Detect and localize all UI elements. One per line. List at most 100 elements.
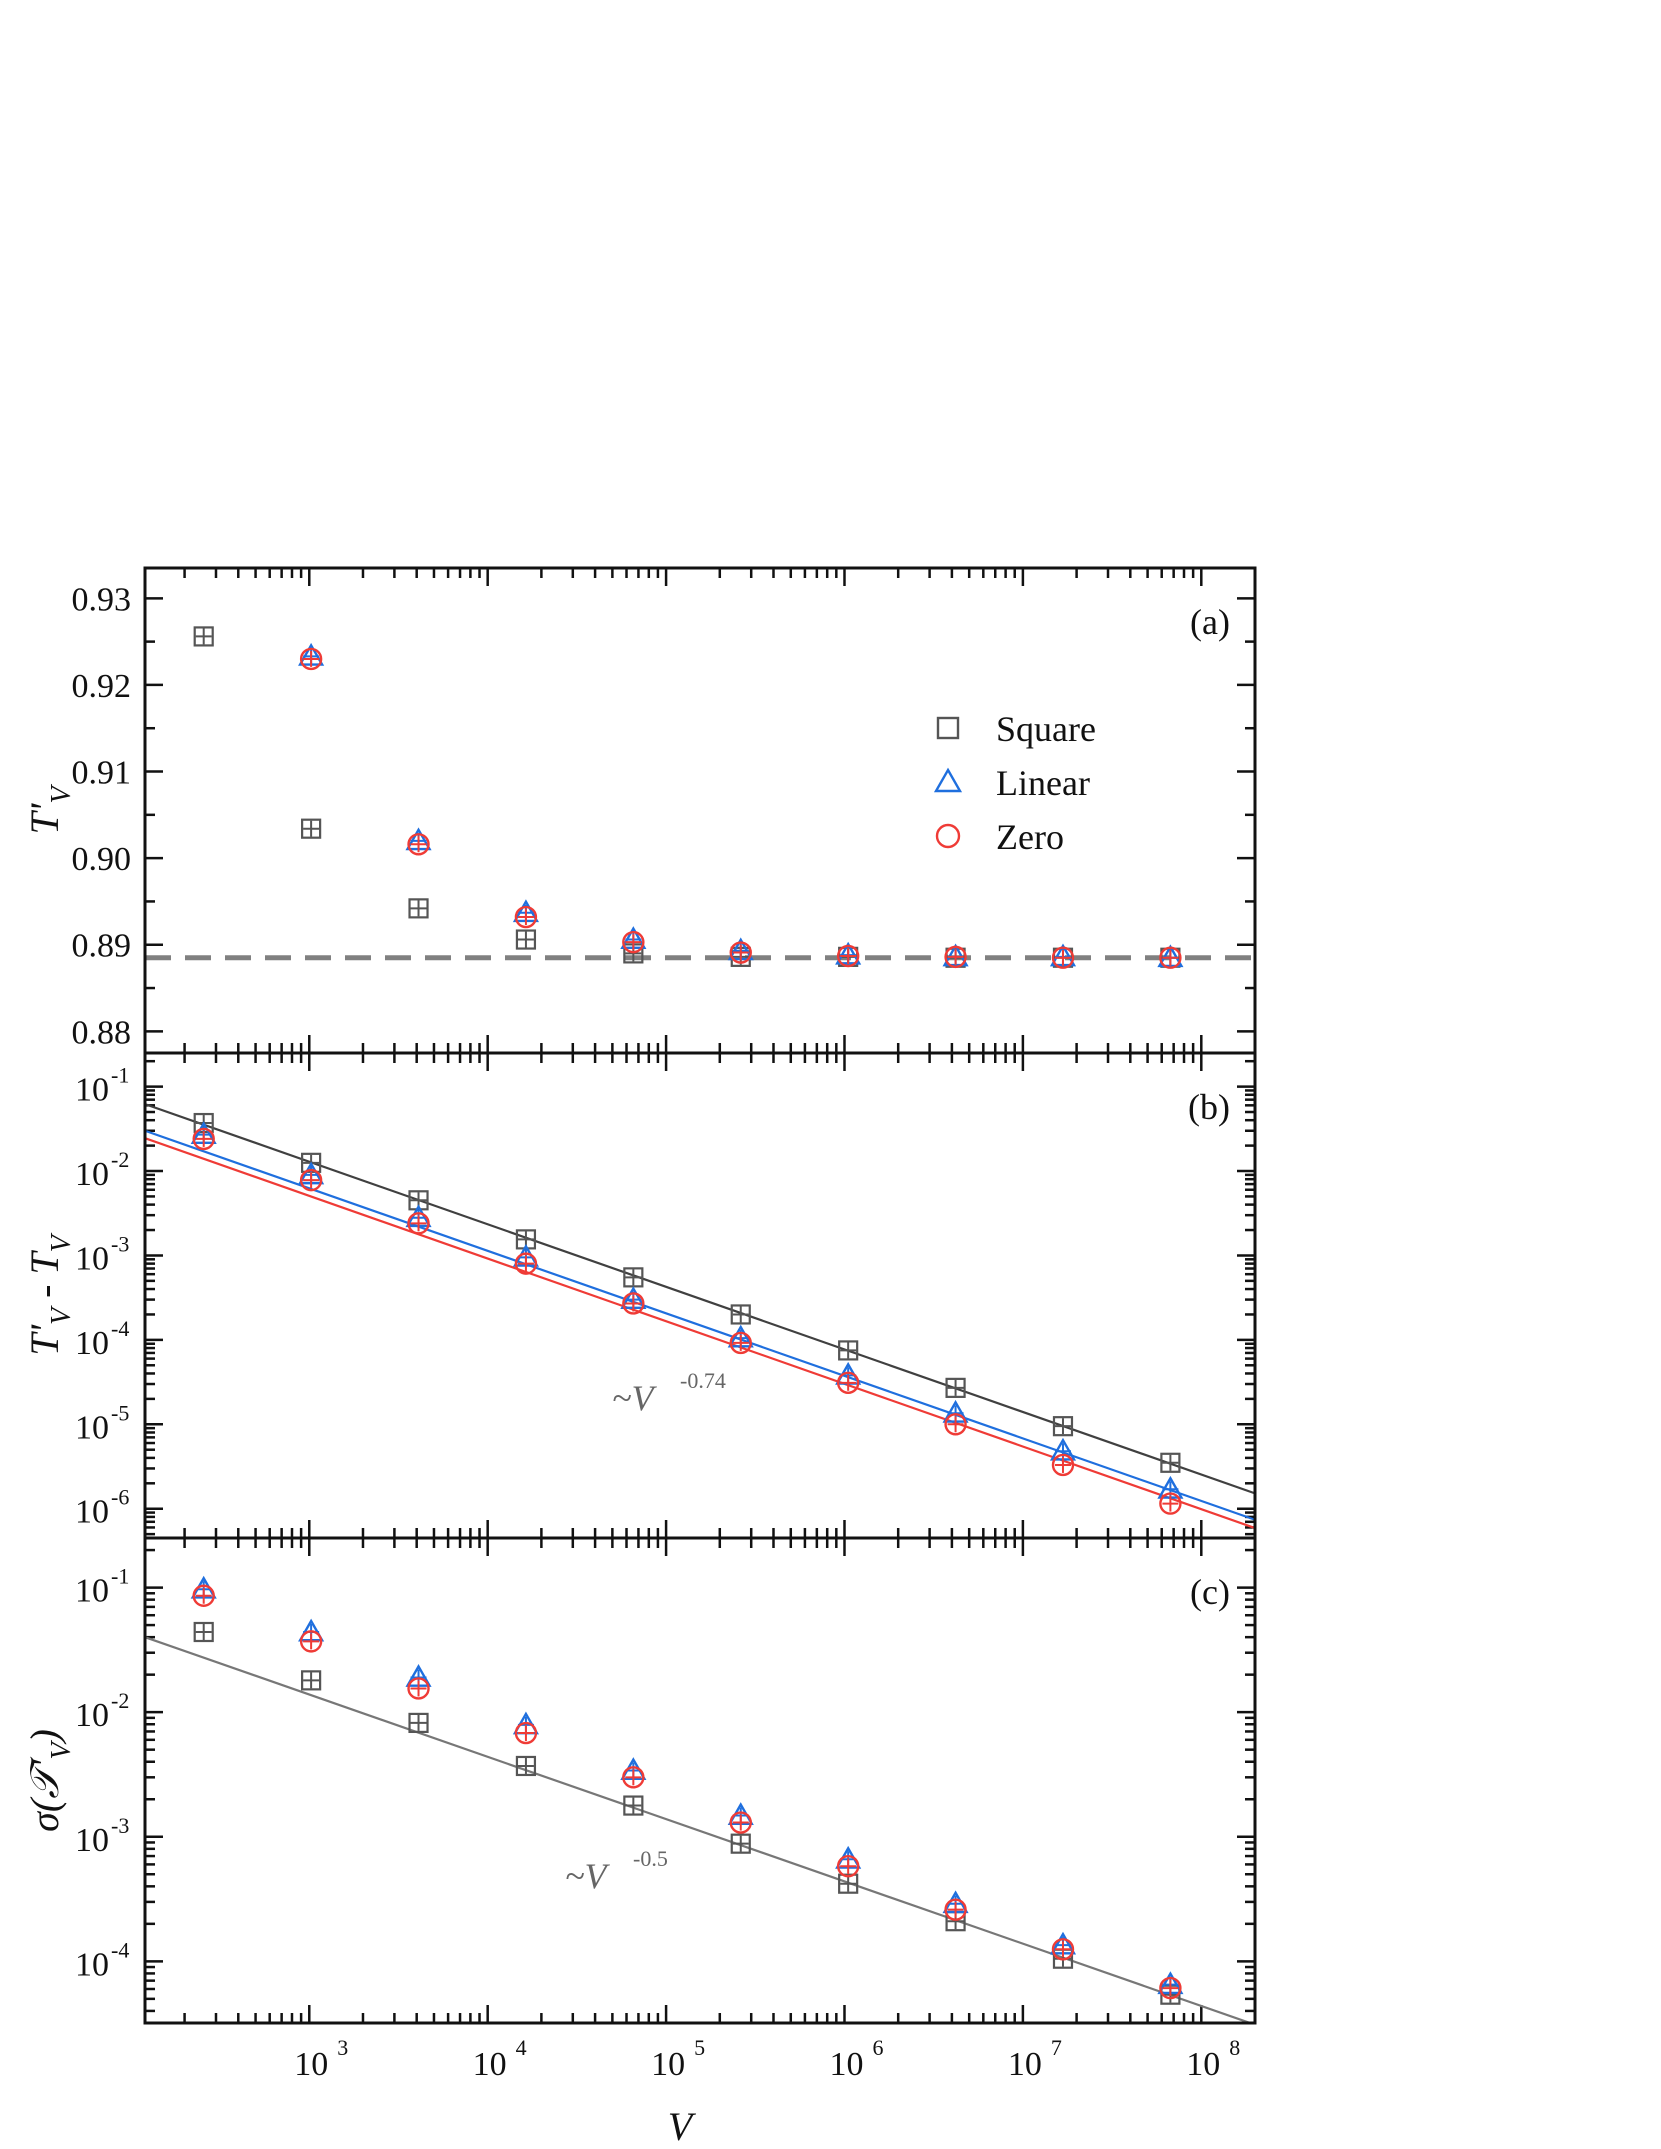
zero-data-point xyxy=(514,1252,538,1275)
series-linear xyxy=(298,642,1184,968)
series-zero xyxy=(192,1584,1182,2000)
y-tick-label: 0.93 xyxy=(72,581,132,618)
zero-data-point xyxy=(944,1898,967,1921)
panel-label: (c) xyxy=(1190,1572,1230,1612)
plot-area xyxy=(145,1575,1254,2023)
power-law-annotation: ~V -0.74 xyxy=(612,1368,726,1418)
square-data-point xyxy=(301,818,322,839)
y-tick-label: 0.91 xyxy=(72,755,132,792)
x-axis-label: V xyxy=(668,2104,697,2149)
x-tick-base: 10 xyxy=(829,2046,863,2083)
y-tick-exponent: -5 xyxy=(111,1400,129,1425)
y-label-part: T xyxy=(22,1250,67,1275)
y-label-part: V xyxy=(46,1740,77,1760)
y-tick-label: 10-3 xyxy=(75,1813,129,1859)
y-tick-base: 10 xyxy=(75,1240,109,1277)
y-label-part: V xyxy=(46,1232,77,1252)
y-tick-exponent: -4 xyxy=(111,1937,129,1962)
square-data-point xyxy=(730,1833,751,1854)
y-tick-label: 10-1 xyxy=(75,1564,129,1610)
linear-data-point xyxy=(942,943,969,967)
y-tick-base: 10 xyxy=(75,1494,109,1531)
square-data-point xyxy=(838,1873,859,1894)
zero-data-point xyxy=(622,1766,645,1789)
legend-item-square: Square xyxy=(936,709,1096,749)
square-data-point xyxy=(301,1670,322,1691)
y-label-part: V xyxy=(46,1305,77,1325)
x-tick-exponent: 7 xyxy=(1051,2035,1062,2060)
y-tick-base: 10 xyxy=(75,1573,109,1610)
y-label-main: σ(𝒯' xyxy=(22,1756,67,1832)
zero-data-point xyxy=(836,1855,860,1878)
square-data-point xyxy=(193,1621,214,1643)
square-data-point xyxy=(945,1377,966,1398)
y-tick-exponent: -4 xyxy=(111,1316,129,1341)
zero-data-point xyxy=(299,1168,323,1192)
square-data-point xyxy=(623,1795,644,1816)
panel-c: 10-110-210-310-4(c)~V-0.5σ(𝒯'V) xyxy=(22,1536,1257,2025)
zero-data-point xyxy=(1159,1492,1182,1515)
zero-data-point xyxy=(192,1127,215,1151)
square-marker-icon xyxy=(936,716,960,740)
plot-area xyxy=(145,626,1255,969)
y-tick-label: 0.90 xyxy=(72,841,132,878)
x-tick-label: 10 6 xyxy=(829,2035,883,2083)
zero-data-point xyxy=(729,941,752,964)
power-law-fit-line xyxy=(145,1129,1255,1521)
square-data-point xyxy=(730,1304,751,1325)
y-tick-exponent: -2 xyxy=(111,1688,129,1713)
annotation-base: ~V xyxy=(612,1378,657,1418)
series-zero xyxy=(299,647,1182,969)
zero-data-point xyxy=(1051,1938,1075,1961)
y-tick-base: 10 xyxy=(75,1072,109,1109)
x-tick-exponent: 6 xyxy=(872,2035,883,2060)
y-label-part: ) xyxy=(22,1729,67,1744)
panel-label: (a) xyxy=(1190,602,1230,642)
power-law-fit-line xyxy=(145,1103,1255,1495)
circle-marker-icon xyxy=(935,823,961,849)
zero-data-point xyxy=(1159,946,1182,969)
square-data-point xyxy=(408,1712,429,1734)
x-tick-base: 10 xyxy=(294,2046,328,2083)
annotation-exponent: -0.74 xyxy=(680,1368,726,1393)
square-data-point xyxy=(1052,1416,1074,1437)
y-tick-exponent: -6 xyxy=(111,1485,129,1510)
y-tick-label: 10-4 xyxy=(75,1316,129,1362)
panel-frame xyxy=(143,1536,1257,2025)
y-tick-exponent: -1 xyxy=(111,1063,129,1088)
zero-data-point xyxy=(514,905,538,929)
y-tick-label: 10-4 xyxy=(75,1937,129,1983)
y-label-part: - xyxy=(22,1275,67,1308)
y-axis-label: T'V - TV xyxy=(22,1232,77,1356)
power-law-fit-line xyxy=(145,1636,1254,2023)
zero-data-point xyxy=(836,1371,860,1395)
y-tick-base: 10 xyxy=(75,1325,109,1362)
y-label-main: T' xyxy=(22,1324,67,1356)
legend-item-linear: Linear xyxy=(933,763,1090,803)
y-tick-base: 10 xyxy=(75,1697,109,1734)
zero-data-point xyxy=(622,1292,645,1315)
zero-data-point xyxy=(299,647,323,671)
square-data-point xyxy=(515,929,537,950)
zero-data-point xyxy=(944,1413,967,1436)
y-tick-base: 10 xyxy=(75,1822,109,1859)
y-tick-label: 0.92 xyxy=(72,668,132,705)
zero-data-point xyxy=(944,945,967,969)
square-data-point xyxy=(515,1755,537,1777)
series-linear xyxy=(190,1575,1184,1995)
x-tick-base: 10 xyxy=(651,2046,685,2083)
y-tick-exponent: -3 xyxy=(111,1813,129,1838)
zero-data-point xyxy=(407,833,430,856)
panel-a: 0.880.890.900.910.920.93(a)T'V xyxy=(22,566,1257,1055)
zero-data-point xyxy=(729,1811,752,1834)
legend-label: Square xyxy=(996,709,1096,749)
series-zero xyxy=(192,1127,1182,1515)
zero-data-point xyxy=(1051,946,1075,969)
x-tick-base: 10 xyxy=(1186,2046,1220,2083)
